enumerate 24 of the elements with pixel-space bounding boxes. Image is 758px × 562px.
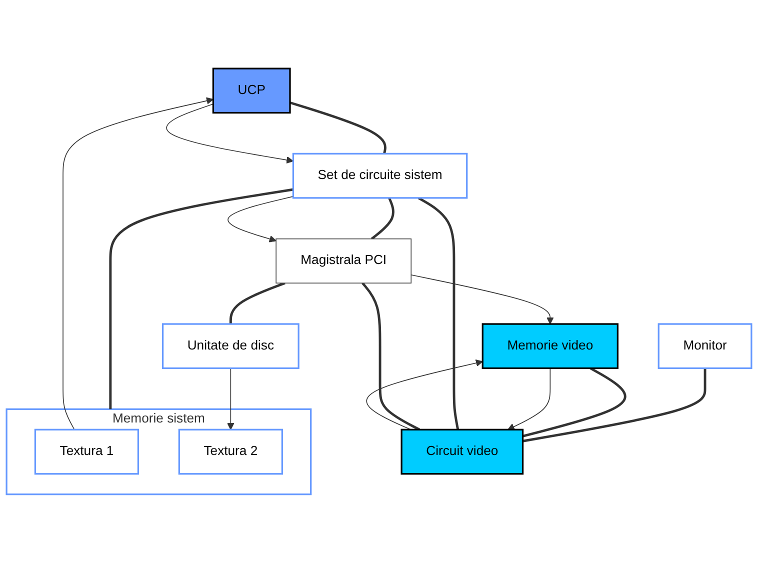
- arrow: [508, 367, 551, 430]
- connector: [370, 197, 394, 240]
- node-box: Textura 1: [34, 428, 140, 474]
- arrow: [62, 96, 214, 430]
- connector: [290, 101, 386, 154]
- arrow: [227, 367, 234, 430]
- connector: [109, 188, 294, 409]
- connector: [522, 368, 706, 442]
- node-box: Circuit video: [400, 428, 524, 474]
- node-box: Monitor: [658, 322, 752, 369]
- arrow: [366, 359, 483, 430]
- connector: [229, 282, 286, 324]
- arrow: [166, 103, 294, 164]
- node-box: Unitate de disc: [162, 322, 300, 369]
- node-box: Magistrala PCI: [276, 238, 412, 284]
- node-box: Textura 2: [178, 428, 283, 474]
- node-box: Memorie video: [482, 322, 618, 369]
- connector: [362, 282, 420, 430]
- arrow: [410, 274, 554, 324]
- arrow: [228, 196, 294, 242]
- connector: [522, 366, 626, 437]
- node-box: Set de circuite sistem: [292, 152, 468, 198]
- connector: [418, 196, 460, 430]
- node-box: UCP: [212, 67, 291, 114]
